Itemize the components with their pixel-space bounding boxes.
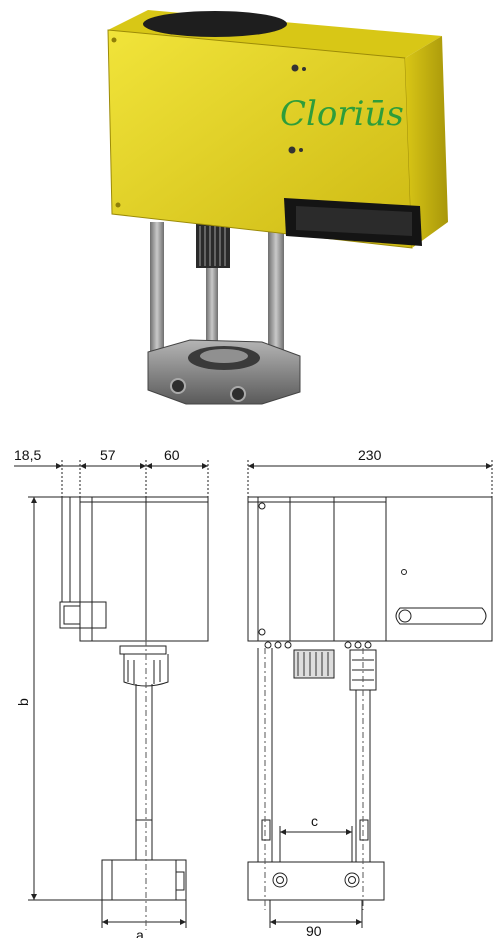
- spindle-coupling: [196, 224, 230, 348]
- dim-height-b: b: [15, 698, 31, 706]
- dimension-arrows: [31, 463, 492, 925]
- dim-bottom-width: 90: [306, 923, 322, 938]
- brand-logo: Cloriūs: [280, 94, 404, 134]
- dim-base-width-a: a: [136, 927, 144, 938]
- side-view: [14, 460, 209, 930]
- rod-left: [150, 222, 164, 362]
- dimension-drawing: 18,5 57 60 230 b a c 90: [14, 447, 493, 938]
- actuator-photo: Cloriūs: [107, 10, 448, 405]
- dim-side-offset: 18,5: [14, 447, 41, 463]
- dim-overall-width: 230: [358, 447, 382, 463]
- base-yoke: [147, 339, 301, 405]
- front-view: [247, 460, 493, 928]
- dim-column-spacing-c: c: [311, 813, 318, 829]
- dim-side-depth: 57: [100, 447, 116, 463]
- dim-side-front: 60: [164, 447, 180, 463]
- actuator-housing: [107, 10, 448, 249]
- rod-right: [268, 232, 284, 372]
